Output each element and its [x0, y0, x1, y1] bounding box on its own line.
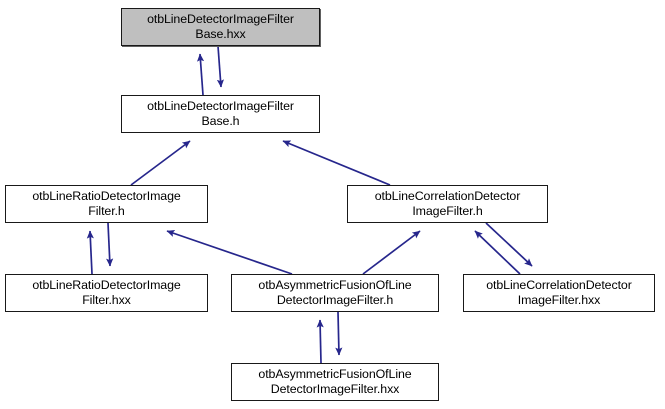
edge-asymmetric-hxx-to-asymmetric-h — [316, 319, 324, 364]
node-label: otbAsymmetricFusionOfLine DetectorImageF… — [258, 278, 412, 307]
edge-base-h-to-base-hxx — [196, 53, 205, 96]
edge-ratio-h-to-base-h — [130, 140, 191, 186]
edge-asymmetric-h-to-correlation-h — [362, 230, 421, 275]
node-label: otbLineRatioDetectorImage Filter.hxx — [32, 278, 181, 307]
edge-ratio-h-to-ratio-hxx — [106, 222, 114, 267]
node-label: otbLineCorrelationDetector ImageFilter.h… — [486, 278, 632, 307]
edge-correlation-hxx-to-correlation-h — [474, 230, 521, 275]
node-otb-line-ratio-detector-image-filter-hxx[interactable]: otbLineRatioDetectorImage Filter.hxx — [5, 274, 208, 312]
edge-correlation-h-to-base-h — [282, 140, 391, 186]
edge-correlation-h-to-correlation-hxx — [485, 222, 533, 267]
node-otb-line-correlation-detector-image-filter-hxx[interactable]: otbLineCorrelationDetector ImageFilter.h… — [463, 274, 655, 312]
node-label: otbLineRatioDetectorImage Filter.h — [32, 189, 181, 218]
node-label: otbLineCorrelationDetector ImageFilter.h — [374, 189, 521, 218]
node-label: otbLineDetectorImageFilter Base.h — [147, 99, 294, 128]
node-otb-line-detector-image-filter-base-hxx[interactable]: otbLineDetectorImageFilter Base.hxx — [121, 8, 320, 46]
node-otb-line-correlation-detector-image-filter-h[interactable]: otbLineCorrelationDetector ImageFilter.h — [347, 185, 548, 223]
edge-asymmetric-h-to-ratio-h — [166, 230, 293, 275]
edge-asymmetric-h-to-asymmetric-hxx — [335, 311, 343, 356]
node-otb-line-detector-image-filter-base-h[interactable]: otbLineDetectorImageFilter Base.h — [121, 95, 320, 133]
node-label: otbAsymmetricFusionOfLine DetectorImageF… — [258, 367, 412, 396]
node-label: otbLineDetectorImageFilter Base.hxx — [147, 12, 294, 41]
node-otb-line-ratio-detector-image-filter-h[interactable]: otbLineRatioDetectorImage Filter.h — [5, 185, 208, 223]
node-otb-asymmetric-fusion-of-line-detector-image-filter-hxx[interactable]: otbAsymmetricFusionOfLine DetectorImageF… — [231, 363, 439, 401]
edge-base-hxx-to-base-h — [216, 45, 225, 88]
edge-ratio-hxx-to-ratio-h — [86, 230, 94, 275]
node-otb-asymmetric-fusion-of-line-detector-image-filter-h[interactable]: otbAsymmetricFusionOfLine DetectorImageF… — [231, 274, 439, 312]
